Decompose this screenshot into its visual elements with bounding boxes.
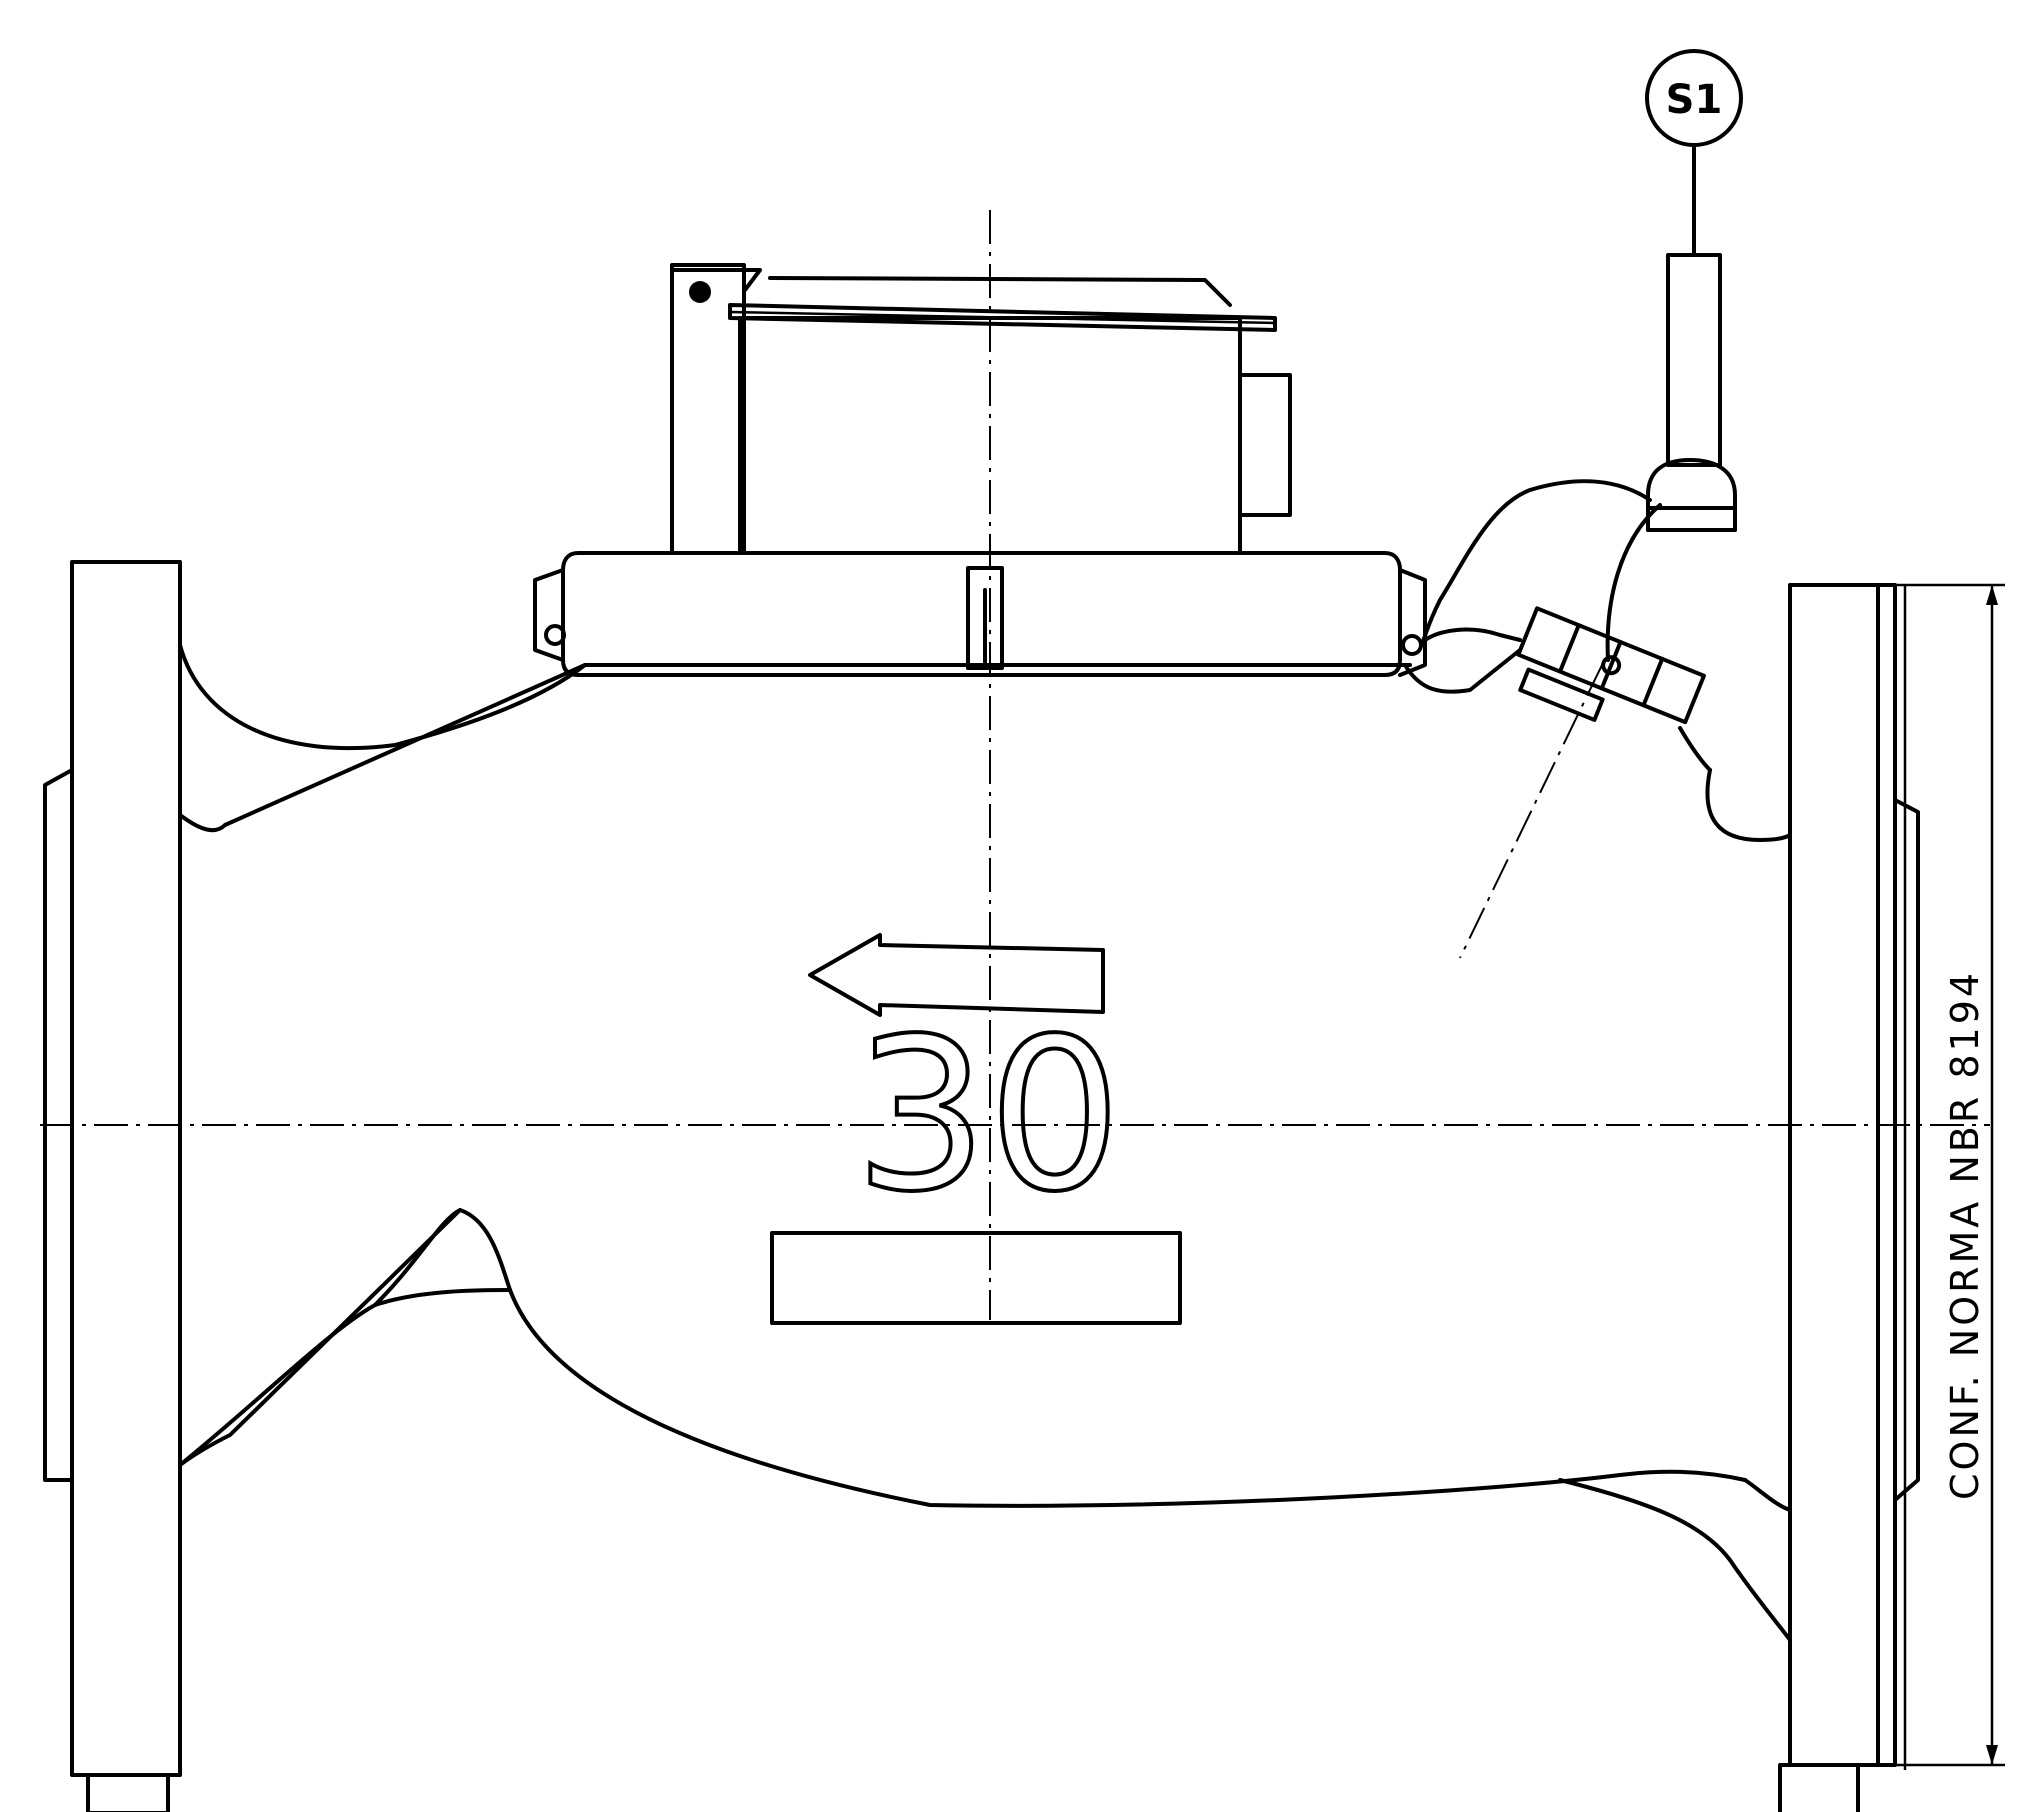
register-housing [670,263,1292,555]
right-flange [1778,583,1920,1812]
dimension-line [1895,583,2005,1767]
meter-body [178,643,1792,1642]
standard-note-text: CONF. NORMA NBR 8194 [1943,970,1987,1500]
balloon-s1: S1 [1645,49,1743,147]
sensor-s1 [1420,143,1737,662]
sensor-axis-line [1459,664,1603,959]
size-marking-text: 30 [854,993,1121,1238]
flow-direction-arrow [808,933,1105,1017]
sensor-mount [1516,606,1706,725]
balloon-label: S1 [1666,77,1723,123]
left-flange [43,560,182,1812]
register-base [533,551,1427,677]
nameplate [770,1231,1182,1325]
